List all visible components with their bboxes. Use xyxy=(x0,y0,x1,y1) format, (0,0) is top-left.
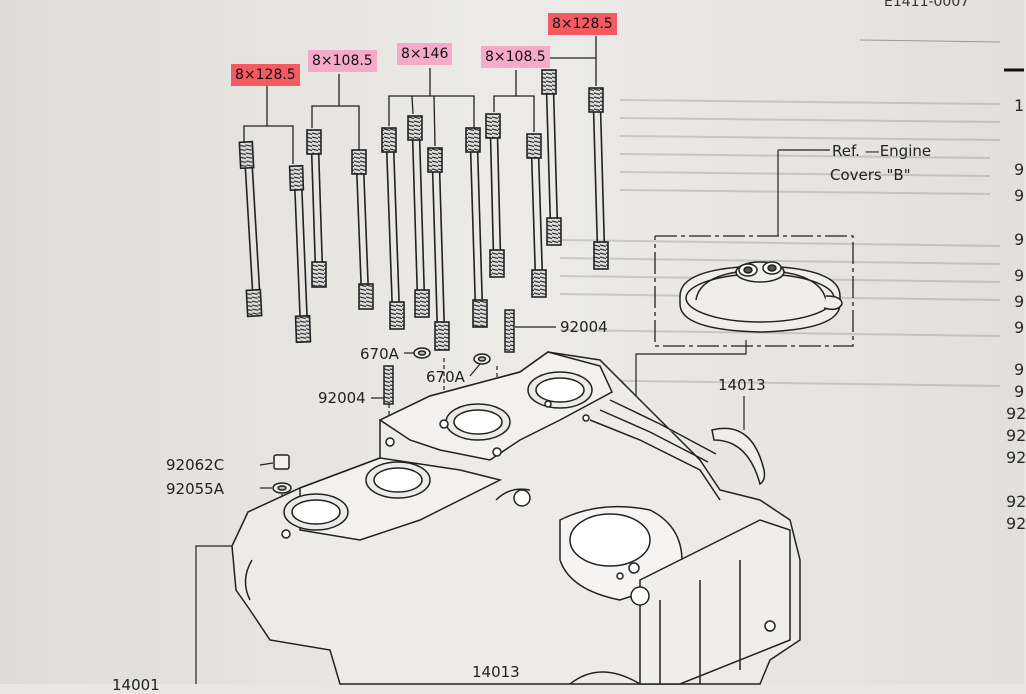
small-parts xyxy=(272,309,515,494)
stud-5 xyxy=(381,127,405,330)
stud-92004-top xyxy=(504,309,515,353)
margin-fragment: 9 xyxy=(1014,160,1025,179)
part-label-92055A: 92055A xyxy=(166,480,224,498)
part-label-14013-lower: 14013 xyxy=(472,663,520,681)
reference-label-line1: Ref. —Engine xyxy=(832,142,932,160)
margin-fragment: 92 xyxy=(1006,492,1026,511)
margin-fragment: 1 xyxy=(1014,96,1025,115)
stud-92004-mid xyxy=(383,365,394,405)
stud-12 xyxy=(588,87,609,270)
page-header-code: E1411-0007 xyxy=(884,0,970,10)
margin-fragment: 9 xyxy=(1014,266,1025,285)
margin-fragment: 92 xyxy=(1006,448,1026,467)
margin-fragment: 9 xyxy=(1014,360,1025,379)
stud-10 xyxy=(526,133,547,298)
stud-11 xyxy=(541,69,562,246)
part-label-92004-mid: 92004 xyxy=(318,389,366,407)
dimension-label-stud-pair-right: 8×108.5 xyxy=(481,46,550,68)
seal-14013-upper xyxy=(711,427,766,486)
stud-1 xyxy=(238,140,263,318)
stud-3 xyxy=(306,129,327,288)
stud-4 xyxy=(351,149,374,310)
stud-8 xyxy=(465,127,488,328)
dimension-label-stud-left: 8×128.5 xyxy=(231,64,300,86)
dimension-label-stud-center: 8×146 xyxy=(397,43,453,65)
reference-label-line2: Covers "B" xyxy=(830,166,911,184)
stud-9 xyxy=(485,113,505,278)
margin-fragment: 92 xyxy=(1006,404,1026,423)
part-label-670A-left: 670A xyxy=(360,345,399,363)
stud-6 xyxy=(407,115,430,318)
stud-7 xyxy=(427,147,450,351)
header-faint-rule xyxy=(859,39,1001,43)
margin-fragment: 9 xyxy=(1014,382,1025,401)
stud-2 xyxy=(288,164,312,344)
margin-fragment: 92 xyxy=(1006,426,1026,445)
dimension-label-stud-right: 8×128.5 xyxy=(548,13,617,35)
engine-cover-b xyxy=(679,261,843,333)
part-label-92004-top: 92004 xyxy=(560,318,608,336)
part-label-14013-upper: 14013 xyxy=(718,376,766,394)
margin-fragment: 9 xyxy=(1014,318,1025,337)
margin-fragment: 92 xyxy=(1006,514,1026,533)
dimension-label-stud-pair-left: 8×108.5 xyxy=(308,50,377,72)
studs-group xyxy=(238,69,609,351)
dimension-brackets xyxy=(243,36,597,164)
plug-92062C xyxy=(273,454,290,470)
cover-reference-box xyxy=(654,235,854,347)
margin-fragment: 9 xyxy=(1014,292,1025,311)
margin-fragment: 9 xyxy=(1014,230,1025,249)
part-label-92062C: 92062C xyxy=(166,456,225,474)
part-label-670A-right: 670A xyxy=(426,368,465,386)
crankcase xyxy=(231,351,801,685)
part-label-14001: 14001 xyxy=(112,676,160,694)
margin-fragment: 9 xyxy=(1014,186,1025,205)
